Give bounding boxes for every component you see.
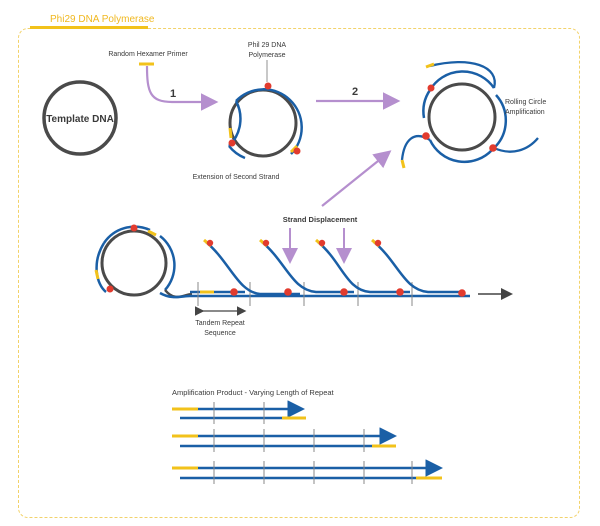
rca-label-line1: Rolling Circle <box>505 99 546 106</box>
step2-arrow: 2 <box>316 86 401 110</box>
random-hexamer-label: Random Hexamer Primer <box>108 51 188 58</box>
step1-number: 1 <box>170 88 176 100</box>
template-dna-circle: Template DNA <box>42 80 118 156</box>
product-short <box>172 400 306 424</box>
polymerase-dot <box>489 144 497 152</box>
polymerase-dot <box>130 224 138 232</box>
polymerase-dot <box>318 239 326 247</box>
product-long <box>172 459 443 484</box>
extension-label: Extension of Second Strand <box>193 174 280 181</box>
tandem-label-line2: Sequence <box>204 330 236 337</box>
diagram-frame <box>18 28 580 518</box>
polymerase-dot <box>396 288 404 296</box>
phi29-label-line1: Phil 29 DNA <box>248 42 286 49</box>
template-dna-label: Template DNA <box>46 114 114 125</box>
polymerase-dot <box>458 289 466 297</box>
polymerase-dot <box>340 288 348 296</box>
step1-arrow: 1 <box>145 65 219 111</box>
polymerase-dot <box>262 239 270 247</box>
primer-annotation: Random Hexamer Primer <box>108 51 188 66</box>
zoom-arrow <box>321 150 392 207</box>
polymerase-dot <box>374 239 382 247</box>
phi29-label-line2: Polymerase <box>249 52 286 59</box>
rolling-circle-tail: Tandem Repeat Sequence <box>94 224 513 337</box>
amplification-products: Amplification Product - Varying Length o… <box>172 388 443 484</box>
rca-circle: Rolling Circle Amplification <box>400 61 546 169</box>
polymerase-dot <box>284 288 292 296</box>
tandem-label-line1: Tandem Repeat <box>195 320 244 327</box>
polymerase-dot <box>230 288 238 296</box>
strand-displacement-label: Strand Displacement <box>283 215 358 224</box>
polymerase-dot <box>206 239 214 247</box>
product-medium <box>172 427 397 452</box>
polymerase-dot <box>228 139 236 147</box>
step2-number: 2 <box>352 86 358 98</box>
rca-label-line2: Amplification <box>505 109 545 116</box>
polymerase-dot <box>264 82 272 90</box>
strand-displacement-annotation: Strand Displacement <box>282 215 358 264</box>
extension-circle: Phil 29 DNA Polymerase Extension of Seco… <box>193 42 303 181</box>
polymerase-dot <box>293 147 301 155</box>
polymerase-dot <box>427 84 435 92</box>
title-underline <box>30 26 148 29</box>
polymerase-dot <box>422 132 430 140</box>
product-title: Amplification Product - Varying Length o… <box>172 388 335 397</box>
polymerase-dot <box>106 285 114 293</box>
diagram-title: Phi29 DNA Polymerase <box>50 14 155 25</box>
